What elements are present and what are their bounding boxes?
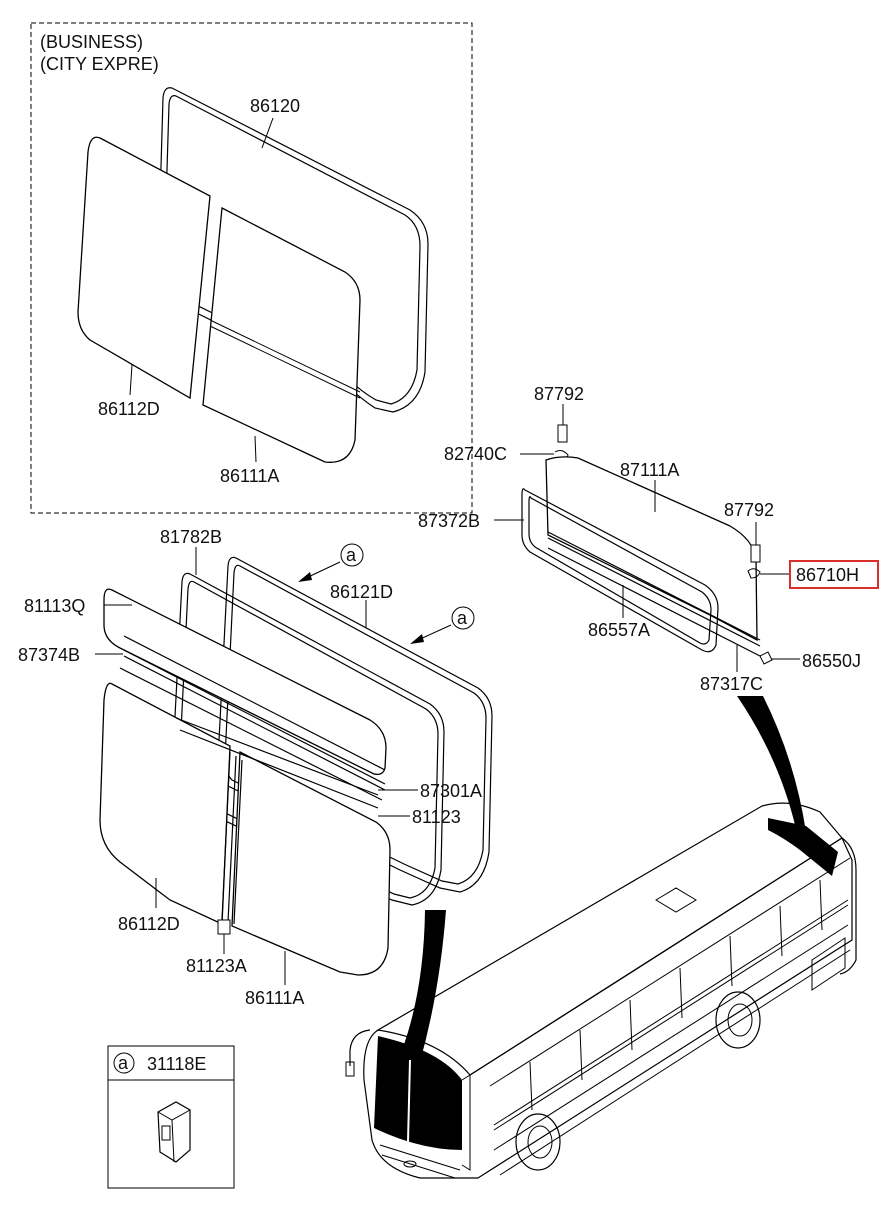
strip-87374B[interactable] — [119, 635, 386, 801]
label-87374B: 87374B — [18, 645, 80, 665]
business-variant-box — [30, 22, 473, 514]
seal-strip-line-top-2 — [209, 325, 361, 399]
label-86112D-top: 86112D — [98, 399, 160, 419]
bus-rear-window — [768, 818, 838, 876]
seal-strip-line-top — [209, 319, 361, 393]
label-87301A: 87301A — [420, 781, 482, 801]
label-86112D-bot: 86112D — [118, 914, 180, 934]
glass-86112D-bot[interactable] — [99, 682, 231, 925]
seal-81782B[interactable] — [171, 572, 445, 906]
callout-a-upper[interactable]: a — [298, 543, 364, 582]
glass-86111A-bot[interactable] — [231, 750, 391, 976]
label-87792-b: 87792 — [724, 500, 774, 520]
label-31118E: 31118E — [147, 1054, 206, 1074]
glass-86111A-top[interactable] — [202, 206, 361, 463]
label-87792-a: 87792 — [534, 384, 584, 404]
bus-illustration — [345, 802, 857, 1179]
label-86111A-top: 86111A — [220, 466, 279, 486]
moulding-81123[interactable] — [179, 729, 379, 809]
frame-87372B[interactable] — [521, 488, 719, 653]
clip-87792-b[interactable] — [750, 544, 761, 563]
label-81782B: 81782B — [160, 527, 222, 547]
label-87317C: 87317C — [700, 674, 763, 694]
label-86710H[interactable]: 86710H — [796, 565, 859, 585]
label-81123A: 81123A — [186, 956, 247, 976]
business-heading-2: (CITY EXPRE) — [40, 54, 159, 74]
bus-front-windshield — [374, 1036, 462, 1150]
part-86550J[interactable] — [759, 651, 773, 665]
label-81123: 81123 — [412, 807, 461, 827]
seal-86120[interactable] — [157, 87, 429, 413]
callout-a-lower[interactable]: a — [410, 606, 475, 644]
label-86120: 86120 — [250, 96, 300, 116]
glass-86112D-top[interactable] — [77, 136, 211, 400]
label-82740C: 82740C — [444, 444, 507, 464]
callout-legend-box: a 31118E — [107, 1045, 235, 1189]
pointer-rear-to-bus — [737, 696, 806, 838]
callout-letter: a — [118, 1053, 129, 1073]
glass-87111A[interactable] — [545, 456, 758, 642]
panel-81113Q[interactable] — [103, 588, 387, 776]
svg-text:a: a — [346, 545, 357, 565]
clip-87792-a[interactable] — [557, 424, 568, 443]
label-81113Q: 81113Q — [24, 596, 85, 616]
label-87372B: 87372B — [418, 511, 480, 531]
highlight-86710H — [789, 560, 879, 589]
label-86121D: 86121D — [330, 582, 393, 602]
business-heading-1: (BUSINESS) — [40, 32, 143, 52]
part-31118E[interactable] — [157, 1101, 191, 1163]
label-86557A: 86557A — [588, 620, 650, 640]
moulding-87301A[interactable] — [175, 717, 379, 796]
label-87111A: 87111A — [620, 460, 679, 480]
part-86710H[interactable] — [747, 568, 761, 579]
svg-text:a: a — [457, 608, 468, 628]
label-86550J: 86550J — [802, 651, 861, 671]
moulding-86557A[interactable] — [547, 531, 761, 657]
seal-86121D[interactable] — [217, 556, 493, 893]
pointer-front-to-bus — [402, 910, 446, 1062]
label-86111A-bot: 86111A — [245, 988, 304, 1008]
callout-letter-circle — [113, 1052, 135, 1074]
